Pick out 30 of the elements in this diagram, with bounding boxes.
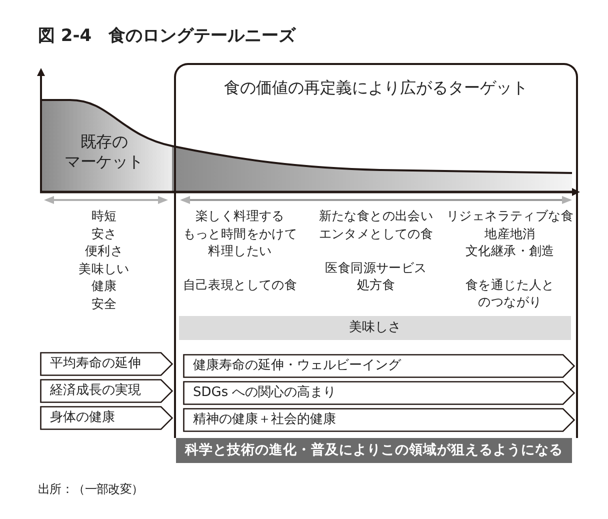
theme-band: 美味しさ [179,316,571,340]
chevron-box: 精神の健康＋社会的健康 [183,408,575,432]
need-label: 便利さ [84,242,124,259]
need-label: 時短 [91,207,117,224]
market-label: 既存の [80,132,128,152]
need-label: 美味しい [78,260,130,276]
need-label: 新たな食との出会い [318,207,434,224]
chevron-box: 平均寿命の延伸 [40,352,173,376]
need-label: 楽しく料理する [196,207,284,224]
need-label: 安全 [91,294,117,312]
need-label: 安さ [91,224,117,242]
need-label: リジェネラティブな食 [446,207,574,224]
need-label: 地産地消 [484,224,536,242]
frame-heading: 食の価値の再定義により広がるターゲット [223,78,529,99]
source-note: 出所：（一部改変） [38,481,144,498]
need-label: もっと時間をかけて料理したい [182,224,298,258]
need-label: 食を通じた人とのつながり [464,276,556,310]
need-label: 文化継承・創造 [466,242,554,259]
need-label: 自己表現としての食 [182,276,298,293]
need-label: エンタメとしての食 [318,224,434,242]
chevron-box: SDGs への関心の高まり [183,381,575,405]
need-label: 処方食 [356,276,396,293]
note-banner: 科学と技術の進化・普及によりこの領域が狙えるようになる [176,438,572,463]
chevron-box: 経済成長の実現 [40,379,173,403]
need-label: 医食同源サービス [325,259,427,276]
need-label: 健康 [91,277,117,294]
chevron-box: 健康寿命の延伸・ウェルビーイング [183,354,575,378]
market-label: マーケット [64,152,144,172]
chevron-box: 身体の健康 [40,406,173,430]
title: 図 2-4 食のロングテールニーズ [38,25,296,47]
